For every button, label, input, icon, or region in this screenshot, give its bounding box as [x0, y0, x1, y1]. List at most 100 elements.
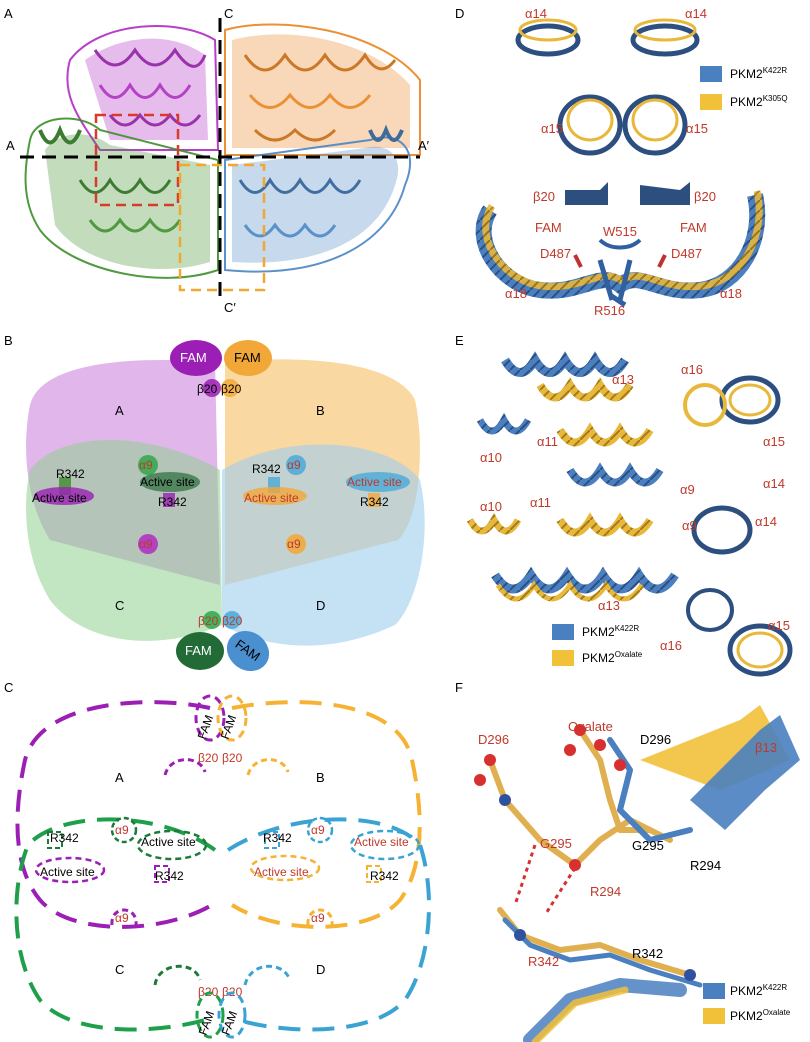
active-site-text-b-center: Active site — [254, 865, 309, 879]
panel-a: A — [4, 6, 430, 315]
beta20-b-dot — [221, 379, 239, 397]
active-site-text-left: Active site — [40, 865, 95, 879]
alpha14-top-label-e: α14 — [763, 476, 785, 491]
beta20-a-label: β20 — [197, 382, 218, 396]
alpha9-text-b-top: α9 — [311, 823, 325, 837]
beta20-d-dot — [223, 611, 241, 629]
alpha10-bottom-label: α10 — [480, 499, 502, 514]
subunit-label-d: D — [316, 598, 325, 613]
alpha14-right-label: α14 — [685, 6, 707, 21]
beta20-d-label: β20 — [222, 614, 243, 628]
panel-c: C FAM FAM β20 β20 A B C D R342 Active si… — [4, 680, 431, 1039]
sidechain-d487 — [573, 254, 667, 268]
subunit-label-c-c: C — [115, 962, 124, 977]
active-site-label-b-center: Active site — [244, 491, 299, 505]
panel-letter-b: B — [4, 333, 13, 348]
fam-c-label: FAM — [185, 643, 212, 658]
active-site-right — [346, 472, 410, 492]
d487-right-label: D487 — [671, 246, 702, 261]
legend-d-text-2: PKM2K305Q — [730, 94, 788, 109]
d487-left-label: D487 — [540, 246, 571, 261]
alpha18-ribbon-gold — [482, 190, 763, 291]
d296-blue-label: D296 — [640, 732, 671, 747]
beta20-a-dot — [203, 379, 221, 397]
fam-a-blob — [170, 340, 222, 376]
r342-label-center: R342 — [158, 495, 187, 509]
fam-left-label: FAM — [535, 220, 562, 235]
r342-text-center: R342 — [155, 869, 184, 883]
panel-letter-a: A — [4, 6, 13, 21]
alpha9-bottom-a-label: α9 — [139, 537, 153, 551]
alpha15-top-label: α15 — [763, 434, 785, 449]
alpha9-bottom-b — [286, 534, 306, 554]
outline-d — [226, 817, 431, 1032]
active-site-text-right: Active site — [354, 835, 409, 849]
outline-c — [14, 817, 217, 1032]
alpha9-text-b-bottom: α9 — [311, 911, 325, 925]
d296-gold-label: D296 — [478, 732, 509, 747]
interface-box-orange — [178, 163, 266, 292]
active-site-left — [34, 487, 94, 505]
fam-right-label: FAM — [680, 220, 707, 235]
fam-a-label: FAM — [180, 350, 207, 365]
subunit-label-a-c: A — [115, 770, 124, 785]
helix-coils-top — [515, 18, 700, 156]
fam-a-text: FAM — [195, 713, 217, 741]
panel-d: D α14 α14 α15 α15 β20 β20 FAM FAM W515 D… — [455, 6, 788, 318]
alpha9-outline-b-top — [306, 816, 334, 844]
r342-marker-right — [368, 493, 380, 507]
fam-d-outline — [217, 991, 247, 1039]
alpha16-top-label: α16 — [681, 362, 703, 377]
active-site-label-left: Active site — [32, 491, 87, 505]
fam-c-outline — [195, 991, 225, 1039]
w515-label: W515 — [603, 224, 637, 239]
active-site-text-center: Active site — [141, 835, 196, 849]
fam-b-outline — [216, 694, 248, 742]
subunit-label-d-c: D — [316, 962, 325, 977]
subunit-label-c: C — [115, 598, 124, 613]
fam-c-blob — [176, 632, 224, 670]
alpha9-bottom-label-e: α9 — [682, 518, 697, 533]
active-site-label-center: Active site — [140, 475, 195, 489]
panel-letter-c: C — [4, 680, 13, 695]
alpha14-left-label: α14 — [525, 6, 547, 21]
panel-f: F D296 Oxalate D296 β13 G295 — [455, 680, 800, 1042]
outline-b — [230, 700, 422, 929]
axis-label-a-prime: A′ — [418, 138, 430, 153]
r342-text-right: R342 — [370, 869, 399, 883]
alpha11-bottom-label: α11 — [530, 495, 551, 510]
subunit-a-ribbon — [66, 25, 220, 151]
r342-label-b-center: R342 — [252, 462, 281, 476]
legend-f-swatch-2 — [703, 1008, 725, 1024]
active-site-outline-left — [34, 856, 106, 884]
r342-text-left: R342 — [50, 831, 79, 845]
legend-e-swatch-1 — [552, 624, 574, 640]
sidechain-r516 — [597, 259, 633, 308]
subunit-c-ribbon — [24, 117, 219, 279]
beta13-label: β13 — [755, 740, 777, 755]
active-site-label-right: Active site — [347, 475, 402, 489]
alpha14-bottom-label-e: α14 — [755, 514, 777, 529]
active-site-outline-center — [136, 829, 208, 861]
r342-box-center — [154, 865, 170, 883]
alpha13-bottom-label: α13 — [598, 598, 620, 613]
alpha9-top-a — [138, 455, 158, 475]
alpha11-top-label: α11 — [537, 434, 558, 449]
r342-label-right: R342 — [360, 495, 389, 509]
alpha9-text-a-top: α9 — [115, 823, 129, 837]
r516-label: R516 — [594, 303, 625, 318]
subunit-b-ribbon — [224, 23, 421, 156]
legend-e-swatch-2 — [552, 650, 574, 666]
panel-b: B FAM FAM β20 β20 A B C D R342 Active si… — [4, 333, 425, 672]
alpha10-top-label: α10 — [480, 450, 502, 465]
oxalate-label: Oxalate — [568, 719, 613, 734]
outline-a — [15, 700, 213, 929]
arc-d-bottom — [243, 964, 292, 986]
axis-label-c: C — [224, 6, 233, 21]
panel-letter-e: E — [455, 333, 464, 348]
alpha18-right-label: α18 — [720, 286, 742, 301]
alpha9-text-a-bottom: α9 — [115, 911, 129, 925]
arc-b-top — [246, 758, 290, 776]
legend-e-text-2: PKM2Oxalate — [582, 650, 643, 665]
beta20-left-label: β20 — [533, 189, 555, 204]
